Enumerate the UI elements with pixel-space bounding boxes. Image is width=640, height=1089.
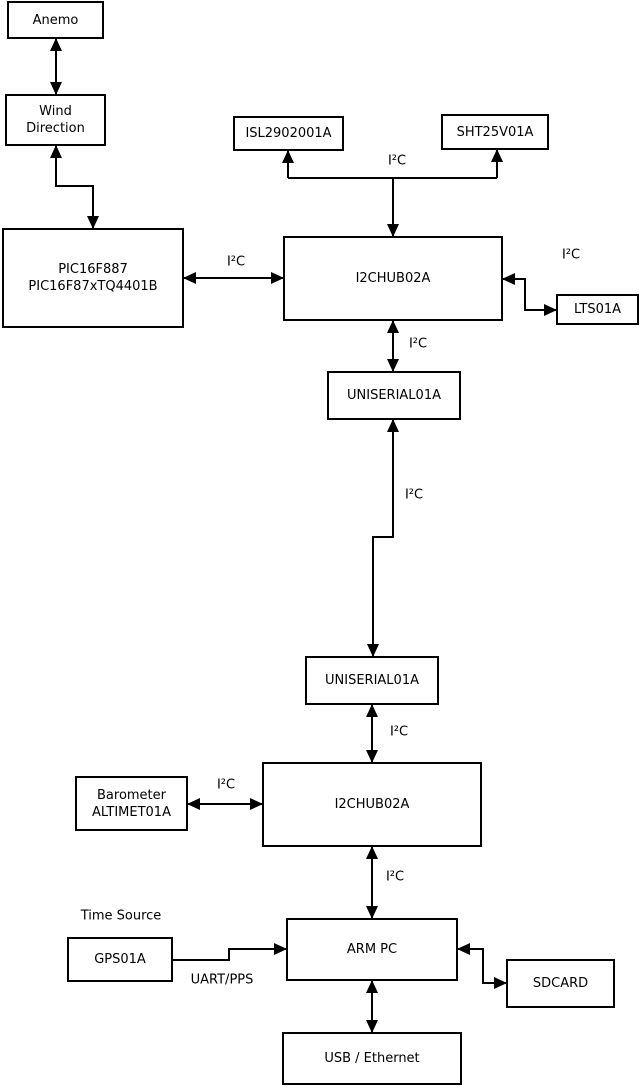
i2c-label-barometer-i2chub2: I²C (216, 777, 236, 793)
edge-i2chub1-lts (502, 273, 557, 316)
node-pic: PIC16F887 PIC16F87xTQ4401B (2, 228, 184, 328)
edge-gps-armpc (173, 943, 287, 961)
i2c-label-i2chub1-lts: I²C (561, 247, 581, 263)
i2c-label-branch-isl-sht: I²C (387, 153, 407, 169)
edge-winddirection-pic (50, 145, 99, 229)
node-sht25v01a: SHT25V01A (441, 114, 549, 150)
node-gps01a: GPS01A (67, 937, 173, 982)
time-source-label: Time Source (80, 908, 162, 924)
edge-uniserial1-uniserial2 (367, 419, 399, 657)
node-sdcard: SDCARD (506, 959, 615, 1008)
node-i2chub-2: I2CHUB02A (262, 762, 482, 847)
node-usb-ethernet: USB / Ethernet (282, 1032, 462, 1085)
node-uniserial-2: UNISERIAL01A (305, 656, 439, 705)
i2c-label-i2chub2-armpc: I²C (385, 869, 405, 885)
i2c-label-uniserial2-i2chub2: I²C (389, 724, 409, 740)
node-i2chub-1: I2CHUB02A (283, 236, 503, 321)
i2c-label-uniserial1-uniserial2: I²C (404, 487, 424, 503)
node-barometer: Barometer ALTIMET01A (75, 776, 188, 831)
node-anemo: Anemo (7, 1, 104, 39)
node-arm-pc: ARM PC (286, 918, 458, 981)
node-wind-direction: Wind Direction (5, 94, 106, 146)
edge-armpc-sdcard (457, 943, 507, 989)
uart-pps-label: UART/PPS (190, 972, 254, 988)
node-isl2902001a: ISL2902001A (233, 116, 344, 151)
node-uniserial-1: UNISERIAL01A (327, 371, 461, 420)
i2c-label-i2chub1-uniserial1: I²C (408, 336, 428, 352)
node-lts01a: LTS01A (556, 294, 639, 325)
i2c-label-pic-i2chub1: I²C (226, 254, 246, 270)
